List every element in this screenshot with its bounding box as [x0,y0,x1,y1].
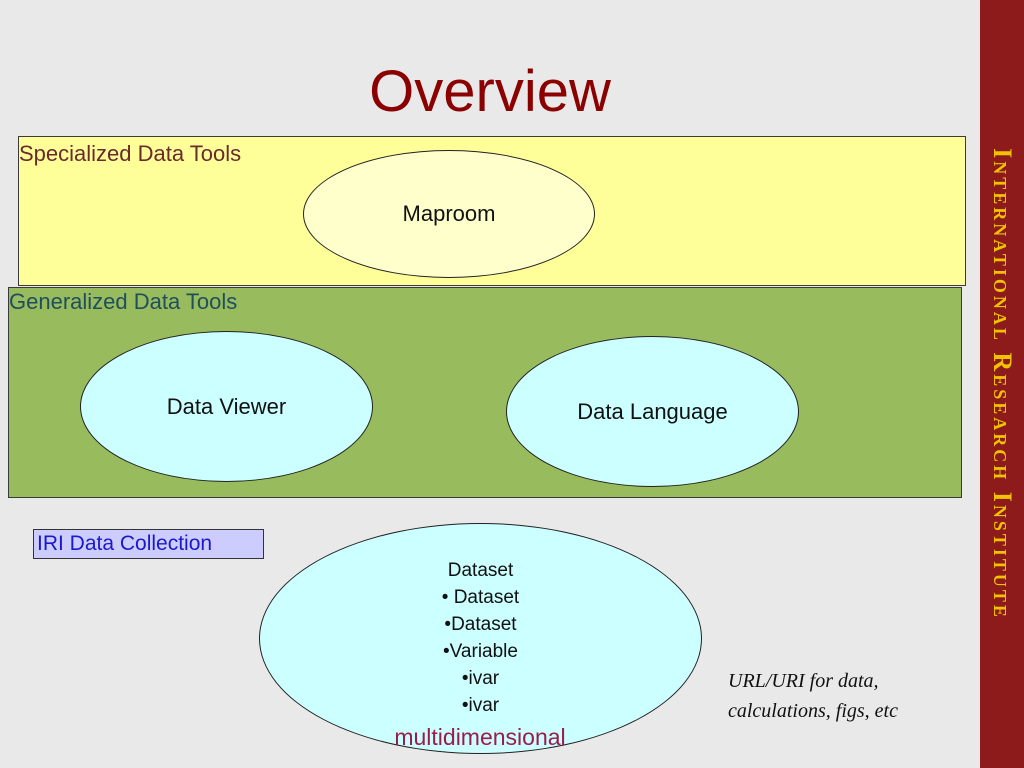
specialized-tools-label: Specialized Data Tools [19,141,242,166]
url-note-line: calculations, figs, etc [728,700,898,722]
collection-item: •ivar [461,695,500,716]
collection-item: • Dataset [441,587,520,608]
data-viewer-label: Data Viewer [166,394,287,419]
slide-title: Overview [369,59,611,124]
maproom-node: Maproom [303,150,595,278]
collection-items: Dataset • Dataset •Dataset •Variable •iv… [260,557,701,719]
data-viewer-node: Data Viewer [80,331,373,482]
collection-item: Dataset [447,560,514,581]
url-note-line: URL/URI for data, [728,670,879,692]
iri-data-collection-label: IRI Data Collection [33,529,264,559]
collection-item: •Dataset [444,614,517,635]
maproom-label: Maproom [402,201,496,226]
url-uri-note: URL/URI for data, calculations, figs, et… [728,666,898,726]
data-language-label: Data Language [577,399,728,424]
data-collection-node: Dataset • Dataset •Dataset •Variable •iv… [259,523,702,754]
collection-item: •Variable [443,641,518,662]
institute-name: International Research Institute [988,148,1017,620]
generalized-tools-label: Generalized Data Tools [9,289,238,314]
collection-item: •ivar [461,668,500,689]
data-language-node: Data Language [506,336,799,487]
institute-sidebar: International Research Institute [980,0,1024,768]
